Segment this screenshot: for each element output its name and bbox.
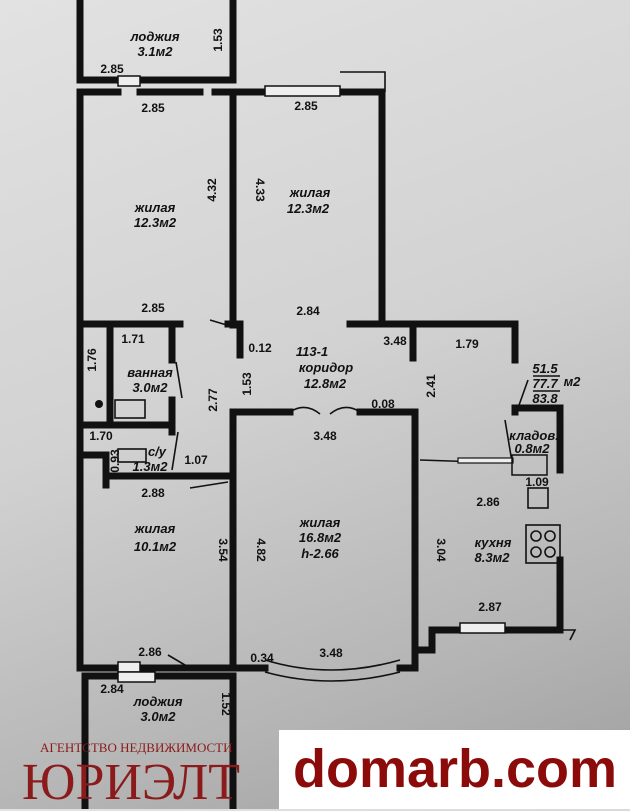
sink-icon — [95, 400, 103, 408]
room-code: 113-1 — [296, 344, 328, 359]
room-loggia-bottom: 2.84 лоджия 3.0м2 1.52 — [100, 682, 233, 724]
room-living-big: 0.08 3.48 4.82 жилая 16.8м2 h-2.66 0.34 … — [250, 397, 395, 665]
dimension: 1.70 — [89, 429, 113, 443]
room-living-top-right: 2.85 4.33 жилая 12.3м2 2.84 — [253, 99, 331, 318]
ceiling-height: h-2.66 — [301, 546, 339, 561]
dimension: 3.04 — [434, 538, 448, 562]
dimension: 2.86 — [476, 495, 500, 509]
room-name: жилая — [134, 200, 176, 215]
room-wc: 0.93 с/у 1.3м2 1.07 2.88 — [108, 444, 208, 500]
room-area: 3.0м2 — [141, 709, 177, 724]
room-storage: кладов. 0.8м2 1.09 — [509, 428, 559, 489]
fixtures — [95, 399, 561, 564]
room-area: 1.3м2 — [133, 459, 169, 474]
dimension: 3.48 — [313, 429, 337, 443]
room-name: лоджия — [132, 694, 182, 709]
room-kitchen: 2.86 3.04 кухня 8.3м2 2.87 — [434, 495, 512, 614]
dimension: 4.32 — [205, 178, 219, 202]
dimension: 1.53 — [211, 28, 225, 52]
dimension: 1.79 — [455, 337, 479, 351]
dimension: 1.71 — [121, 332, 145, 346]
room-living-top-left: 2.85 4.32 жилая 12.3м2 2.85 — [134, 101, 219, 315]
dimension: 2.84 — [100, 682, 124, 696]
dimension: 2.87 — [478, 600, 502, 614]
dimension: 4.82 — [254, 538, 268, 562]
dimension: 2.41 — [424, 374, 438, 398]
dimension: 0.12 — [248, 341, 272, 355]
room-name: кухня — [475, 535, 512, 550]
dimension: 0.34 — [250, 651, 274, 665]
agency-watermark: АГЕНТСТВО НЕДВИЖИМОСТИ — [40, 740, 233, 755]
area-totals: 51.5 77.7 м2 83.8 — [517, 361, 582, 409]
room-name: с/у — [148, 444, 167, 459]
room-name: кладов. — [509, 428, 559, 443]
room-area: 10.1м2 — [134, 539, 177, 554]
oven-icon — [527, 487, 549, 509]
dimension: 2.84 — [296, 304, 320, 318]
room-area: 3.0м2 — [133, 380, 169, 395]
site-watermark-box: domarb.com — [279, 730, 630, 809]
room-area: 0.8м2 — [515, 441, 551, 456]
room-bathroom: 1.71 1.76 ванная 3.0м2 1.70 — [85, 332, 173, 443]
site-watermark: domarb.com — [293, 739, 618, 799]
room-area: 12.3м2 — [287, 201, 330, 216]
dimension: 3.48 — [319, 646, 343, 660]
room-area: 8.3м2 — [475, 550, 511, 565]
dimension: 3.48 — [383, 334, 407, 348]
dimension: 0.93 — [108, 449, 122, 473]
dimension: 1.53 — [240, 372, 254, 396]
total-area: 77.7 — [532, 376, 558, 391]
room-living-bottom-left: 3.54 жилая 10.1м2 2.86 — [134, 521, 230, 659]
dimension: 3.54 — [216, 538, 230, 562]
room-loggia-top: лоджия 3.1м2 1.53 2.85 — [100, 28, 225, 76]
dimension: 4.33 — [253, 178, 267, 202]
room-name: жилая — [289, 185, 331, 200]
room-area: 12.3м2 — [134, 215, 177, 230]
room-name: ванная — [127, 365, 173, 380]
stove-icon — [525, 524, 561, 564]
room-corridor: 0.12 113-1 коридор 12.8м2 3.48 1.79 2.41… — [206, 334, 479, 412]
room-area: 16.8м2 — [299, 530, 342, 545]
room-name: лоджия — [129, 29, 179, 44]
dimension: 1.52 — [219, 692, 233, 716]
dimension: 0.08 — [371, 397, 395, 411]
toilet-icon — [117, 448, 147, 463]
dimension: 2.86 — [138, 645, 162, 659]
room-name: коридор — [299, 360, 353, 375]
dimension: 2.85 — [294, 99, 318, 113]
dimension: 1.76 — [85, 348, 99, 372]
bathtub-icon — [114, 399, 146, 419]
dimension: 1.09 — [525, 475, 549, 489]
dimension: 2.88 — [141, 486, 165, 500]
dimension: 2.85 — [141, 301, 165, 315]
living-area: 51.5 — [532, 361, 558, 376]
room-area: 3.1м2 — [138, 44, 174, 59]
brand-watermark: ЮРИЭЛТ — [22, 754, 241, 811]
dimension: 1.07 — [184, 453, 208, 467]
dimension: 2.77 — [206, 388, 220, 412]
dimension: 2.85 — [100, 62, 124, 76]
room-name: жилая — [299, 515, 341, 530]
dimension: 2.85 — [141, 101, 165, 115]
area-with-loggia: 83.8 — [532, 391, 558, 406]
area-unit: м2 — [564, 374, 582, 389]
room-area: 12.8м2 — [304, 376, 347, 391]
room-name: жилая — [134, 521, 176, 536]
walls — [76, 0, 577, 809]
